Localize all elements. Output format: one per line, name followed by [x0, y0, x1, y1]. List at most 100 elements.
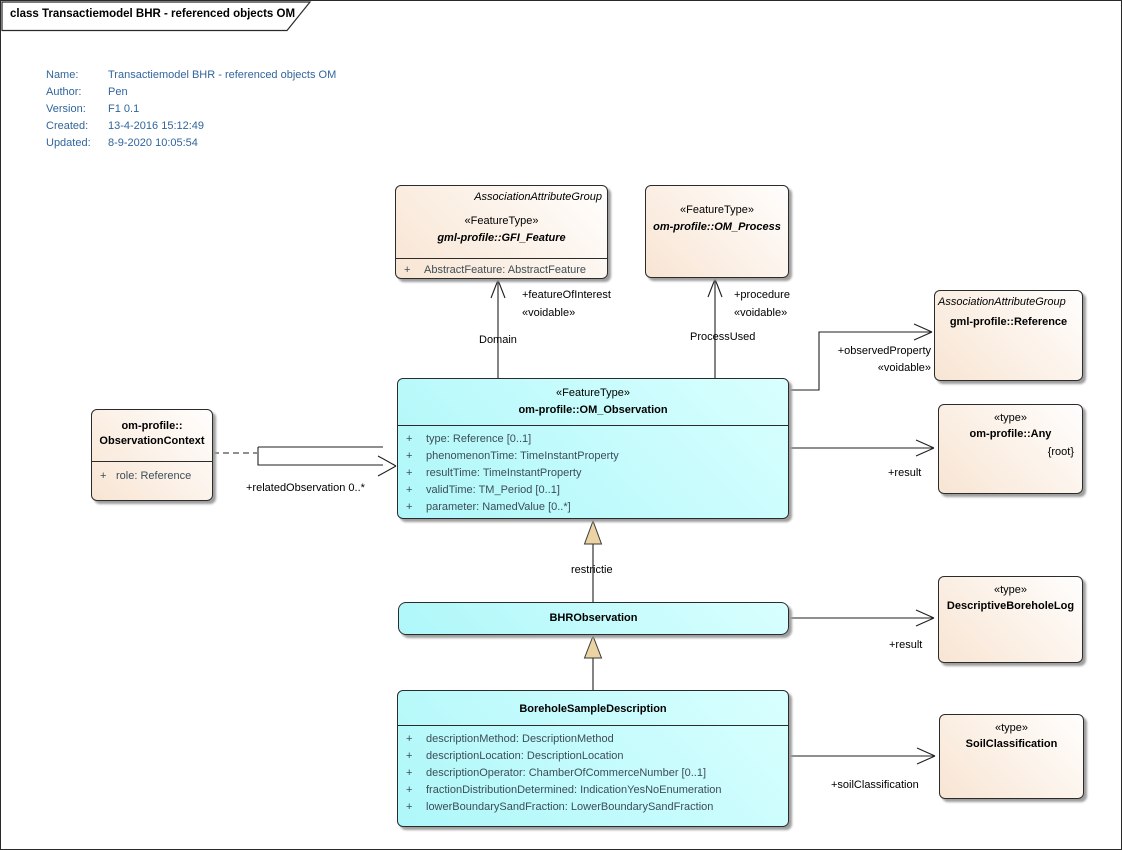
class-bhr-observation[interactable]: BHRObservation [398, 602, 789, 635]
association-related-observation[interactable] [213, 446, 397, 477]
class-name: gml-profile::GFI_Feature [437, 232, 566, 244]
target-label-domain: Domain [479, 334, 517, 346]
diagram-title: class Transactiemodel BHR - referenced o… [10, 8, 296, 20]
attribute-row[interactable]: + descriptionLocation: DescriptionLocati… [398, 748, 788, 764]
class-group-label: AssociationAttributeGroup [938, 296, 1066, 308]
association-feature-of-interest[interactable] [490, 279, 506, 378]
attribute-text: resultTime: TimeInstantProperty [426, 467, 582, 479]
class-name: om-profile::OM_Observation [518, 404, 668, 416]
association-result-bhr[interactable] [789, 609, 935, 627]
visibility-plus: + [406, 733, 413, 745]
association-procedure[interactable] [707, 278, 723, 378]
open-arrowhead-icon [916, 747, 936, 765]
class-name-line2: ObservationContext [99, 435, 205, 447]
metadata-label: Author: [46, 86, 82, 98]
role-label-procedure: +procedure [734, 289, 790, 301]
association-result-observation[interactable] [789, 439, 935, 457]
class-name: SoilClassification [965, 738, 1058, 750]
diagram-metadata-note: Name: Transactiemodel BHR - referenced o… [46, 67, 336, 152]
target-label-process-used: ProcessUsed [690, 331, 756, 343]
generalization-borehole-sample[interactable] [583, 634, 603, 690]
compartment-separator [396, 258, 607, 259]
class-group-label: AssociationAttributeGroup [474, 191, 602, 203]
class-om-process[interactable]: «FeatureType» om-profile::OM_Process [645, 185, 789, 278]
role-label-result: +result [889, 639, 923, 651]
attribute-row[interactable]: + resultTime: TimeInstantProperty [398, 465, 788, 481]
visibility-plus: + [406, 501, 413, 513]
attribute-text: role: Reference [116, 470, 192, 482]
metadata-row: Updated: 8-9-2020 10:05:54 [46, 135, 336, 152]
role-label-soil-classification: +soilClassification [831, 779, 919, 791]
generalization-restriction[interactable] [583, 519, 603, 602]
class-descriptive-borehole-log[interactable]: «type» DescriptiveBoreholeLog [938, 576, 1083, 663]
attribute-row[interactable]: + parameter: NamedValue [0..*] [398, 499, 788, 515]
attribute-row[interactable]: + role: Reference [92, 468, 212, 484]
compartment-separator [92, 461, 212, 462]
class-stereotype: «type» [993, 584, 1028, 596]
class-name: om-profile::Any [969, 428, 1052, 440]
metadata-value: 13-4-2016 15:12:49 [108, 120, 205, 132]
role-label-result: +result [888, 467, 922, 479]
class-any[interactable]: «type» om-profile::Any {root} [938, 404, 1083, 494]
stereotype-label-voidable: «voidable» [734, 307, 788, 319]
attribute-text: phenomenonTime: TimeInstantProperty [426, 450, 619, 462]
class-name-line1: om-profile:: [121, 420, 183, 432]
compartment-separator [398, 425, 788, 426]
metadata-label: Version: [46, 103, 86, 115]
class-name: BoreholeSampleDescription [519, 703, 667, 715]
metadata-value: F1 0.1 [108, 103, 140, 115]
visibility-plus: + [406, 750, 413, 762]
metadata-row: Author: Pen [46, 84, 336, 101]
attribute-row[interactable]: + phenomenonTime: TimeInstantProperty [398, 448, 788, 464]
stereotype-label-voidable: «voidable» [522, 307, 576, 319]
visibility-plus: + [406, 784, 413, 796]
open-arrowhead-icon [490, 279, 506, 299]
class-constraint: {root} [1047, 446, 1074, 458]
attribute-text: descriptionMethod: DescriptionMethod [426, 733, 614, 745]
metadata-label: Updated: [46, 137, 91, 149]
association-soil-classification[interactable] [789, 747, 936, 765]
role-label-related-observation: +relatedObservation 0..* [246, 482, 365, 494]
metadata-value: Transactiemodel BHR - referenced objects… [108, 69, 337, 81]
attribute-text: AbstractFeature: AbstractFeature [424, 264, 587, 276]
attribute-text: type: Reference [0..1] [426, 433, 532, 445]
class-observation-context[interactable]: om-profile:: ObservationContext + role: … [91, 409, 213, 501]
class-stereotype: «FeatureType» [464, 215, 539, 227]
attribute-row[interactable]: + AbstractFeature: AbstractFeature [396, 262, 607, 278]
attribute-row[interactable]: + descriptionOperator: ChamberOfCommerce… [398, 765, 788, 781]
attribute-row[interactable]: + descriptionMethod: DescriptionMethod [398, 731, 788, 747]
attribute-text: lowerBoundarySandFraction: LowerBoundary… [426, 801, 714, 813]
role-label-feature-of-interest: +featureOfInterest [522, 289, 611, 301]
stereotype-label-voidable: «voidable» [877, 362, 931, 374]
attribute-text: parameter: NamedValue [0..*] [426, 501, 571, 513]
attribute-text: fractionDistributionDetermined: Indicati… [426, 784, 722, 796]
visibility-plus: + [100, 470, 107, 482]
metadata-row: Version: F1 0.1 [46, 101, 336, 118]
class-name: gml-profile::Reference [949, 316, 1068, 328]
class-borehole-sample-description[interactable]: BoreholeSampleDescription + descriptionM… [397, 690, 789, 827]
metadata-value: 8-9-2020 10:05:54 [108, 137, 198, 149]
compartment-separator [398, 725, 788, 726]
attribute-row[interactable]: + type: Reference [0..1] [398, 431, 788, 447]
class-stereotype: «FeatureType» [556, 387, 630, 399]
visibility-plus: + [406, 801, 413, 813]
attribute-text: descriptionOperator: ChamberOfCommerceNu… [426, 767, 706, 779]
metadata-row: Created: 13-4-2016 15:12:49 [46, 118, 336, 135]
class-soil-classification[interactable]: «type» SoilClassification [939, 714, 1084, 799]
class-name: om-profile::OM_Process [653, 221, 781, 233]
metadata-label: Name: [46, 69, 79, 81]
class-gfi-feature[interactable]: AssociationAttributeGroup «FeatureType» … [395, 185, 608, 279]
open-arrowhead-icon [913, 323, 933, 341]
hollow-shaft [257, 446, 383, 466]
attribute-row[interactable]: + lowerBoundarySandFraction: LowerBounda… [398, 799, 788, 815]
visibility-plus: + [406, 433, 413, 445]
class-stereotype: «type» [993, 412, 1028, 424]
attribute-row[interactable]: + validTime: TM_Period [0..1] [398, 482, 788, 498]
class-reference[interactable]: AssociationAttributeGroup gml-profile::R… [934, 290, 1083, 381]
attribute-text: validTime: TM_Period [0..1] [426, 484, 560, 496]
attribute-row[interactable]: + fractionDistributionDetermined: Indica… [398, 782, 788, 798]
metadata-label: Created: [46, 120, 89, 132]
visibility-plus: + [406, 467, 413, 479]
class-om-observation[interactable]: «FeatureType» om-profile::OM_Observation… [397, 378, 789, 519]
